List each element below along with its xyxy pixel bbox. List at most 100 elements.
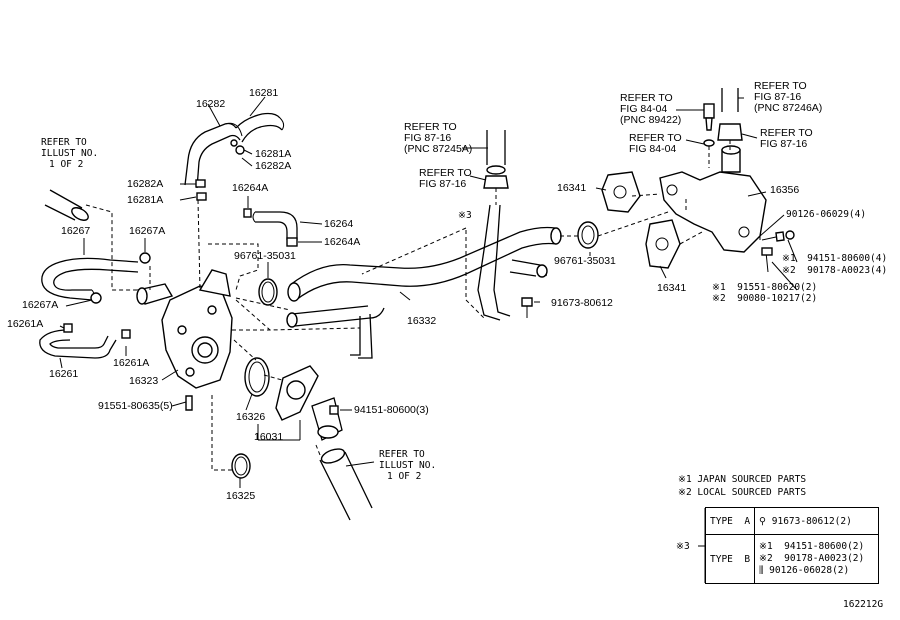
refer-line: ILLUST NO. <box>379 460 437 471</box>
refer-line: REFER TO <box>404 121 457 133</box>
refer-fig84-04-b: REFER TO FIG 84-04 <box>629 133 682 155</box>
part-94151-80600: 94151-80600(3) <box>354 404 429 416</box>
mark-3: ※3 <box>458 210 472 221</box>
part-91551-80620: ※1 91551-80620(2) <box>712 282 818 293</box>
hose-16282 <box>184 122 243 189</box>
refer-fig87-16-c: REFER TO FIG 87-16 (PNC 87246A) <box>754 81 822 114</box>
bolts-right <box>521 230 795 318</box>
part-16261: 16261 <box>49 368 79 380</box>
bolt-icon: ⚲ <box>759 515 767 527</box>
refer-line: (PNC 87245A) <box>404 143 473 155</box>
water-inlet-16323 <box>136 269 233 411</box>
legend-mark-3: ※3 <box>676 541 690 552</box>
part-90178-A0023-4: ※2 90178-A0023(4) <box>782 265 888 276</box>
part-16267: 16267 <box>61 225 91 237</box>
refer-line: 1 OF 2 <box>49 159 84 170</box>
legend-type-a-part: 91673-80612(2) <box>771 515 852 527</box>
hose-16261 <box>39 323 131 359</box>
pipe-illust-top <box>44 189 89 221</box>
part-90126-06029: 90126-06029(4) <box>786 209 867 220</box>
diagram-id: 162212G <box>843 599 884 610</box>
refer-line: ILLUST NO. <box>41 148 99 159</box>
part-16341-top: 16341 <box>557 182 587 194</box>
gasket-16326 <box>244 357 270 397</box>
refer-fig87-16-a: REFER TO FIG 87-16 (PNC 87245A) <box>404 122 472 155</box>
part-16332: 16332 <box>407 315 437 327</box>
refer-line: (PNC 89422) <box>620 114 682 126</box>
part-16031: 16031 <box>254 431 284 443</box>
refer-line: REFER TO <box>419 167 472 179</box>
leader-lines <box>59 96 798 488</box>
refer-line: REFER TO <box>620 92 673 104</box>
part-16325: 16325 <box>226 490 256 502</box>
hose-16267 <box>41 252 151 304</box>
part-96761-35031-right: 96761-35031 <box>554 255 616 267</box>
gasket-16325 <box>231 453 251 479</box>
refer-fig87-16-b: REFER TO FIG 87-16 <box>419 168 472 190</box>
refer-line: FIG 87-16 <box>419 178 467 190</box>
part-16341-bottom: 16341 <box>657 282 687 294</box>
gasket-16341-bottom <box>645 219 681 269</box>
refer-line: REFER TO <box>41 137 87 148</box>
part-16281A: 16281A <box>255 148 292 160</box>
water-pipe-16332 <box>286 204 562 359</box>
refer-illust-top: REFER TO ILLUST NO. 1 OF 2 <box>41 137 98 170</box>
part-16282: 16282 <box>196 98 226 110</box>
part-16264A: 16264A <box>324 236 361 248</box>
legend-type-b: TYPE B <box>704 534 756 584</box>
refer-line: REFER TO <box>629 132 682 144</box>
water-outlet-16356 <box>659 145 767 253</box>
gasket-16341-top <box>601 171 641 213</box>
part-16267A: 16267A <box>129 225 166 237</box>
part-16281: 16281 <box>249 87 279 99</box>
refer-line: REFER TO <box>760 127 813 139</box>
part-16261A: 16261A <box>113 357 150 369</box>
pipe-fig87-16 <box>483 130 509 189</box>
pipe-illust-bottom <box>319 448 373 521</box>
part-91673-80612: 91673-80612 <box>551 297 613 309</box>
legend-type-a-cell: ⚲ 91673-80612(2) <box>754 507 879 535</box>
refer-line: FIG 87-16 <box>404 132 452 144</box>
refer-line: 1 OF 2 <box>387 471 422 482</box>
refer-illust-bottom: REFER TO ILLUST NO. 1 OF 2 <box>379 449 436 482</box>
refer-fig84-04-a: REFER TO FIG 84-04 (PNC 89422) <box>620 93 681 126</box>
part-16326: 16326 <box>236 411 266 423</box>
refer-line: (PNC 87246A) <box>754 102 823 114</box>
refer-line: FIG 87-16 <box>760 138 808 150</box>
legend-type-a: TYPE A <box>704 507 756 535</box>
part-16356: 16356 <box>770 184 800 196</box>
thermostat-16031 <box>275 365 343 441</box>
pipe-fig87-16-right <box>717 88 743 141</box>
part-16281A: 16281A <box>127 194 164 206</box>
refer-line: REFER TO <box>379 449 425 460</box>
part-90080-10217: ※2 90080-10217(2) <box>712 293 818 304</box>
o-ring-96761-right <box>577 221 599 249</box>
part-16264: 16264 <box>324 218 354 230</box>
stud-icon: ⫼ <box>759 565 764 576</box>
hose-16281 <box>235 112 285 143</box>
refer-line: FIG 84-04 <box>620 103 668 115</box>
hose-16264 <box>243 208 298 247</box>
legend-type-b-part2: ※2 90178-A0023(2) <box>759 553 865 564</box>
legend-note-japan: ※1 JAPAN SOURCED PARTS <box>678 474 807 485</box>
legend-type-b-cell: ※1 94151-80600(2) ※2 90178-A0023(2) ⫼ 90… <box>754 534 879 584</box>
part-16267A: 16267A <box>22 299 59 311</box>
refer-line: FIG 87-16 <box>754 91 802 103</box>
legend-type-b-part1: ※1 94151-80600(2) <box>759 541 865 552</box>
part-16282A: 16282A <box>127 178 164 190</box>
part-16264A: 16264A <box>232 182 269 194</box>
refer-line: REFER TO <box>754 80 807 92</box>
part-91551-80635: 91551-80635(5) <box>98 400 173 412</box>
refer-fig87-16-d: REFER TO FIG 87-16 <box>760 128 813 150</box>
legend-type-b-part3-row: ⫼ 90126-06028(2) <box>759 565 874 577</box>
part-96761-35031-left: 96761-35031 <box>234 250 296 262</box>
clamp-16281A <box>230 139 245 155</box>
legend-note-local: ※2 LOCAL SOURCED PARTS <box>678 487 807 498</box>
part-16261A: 16261A <box>7 318 44 330</box>
part-16282A: 16282A <box>255 160 292 172</box>
refer-line: FIG 84-04 <box>629 143 677 155</box>
clamp-16282A <box>195 179 207 201</box>
legend-type-b-part3: 90126-06028(2) <box>769 565 850 576</box>
sensor-fig84-04 <box>703 103 715 147</box>
